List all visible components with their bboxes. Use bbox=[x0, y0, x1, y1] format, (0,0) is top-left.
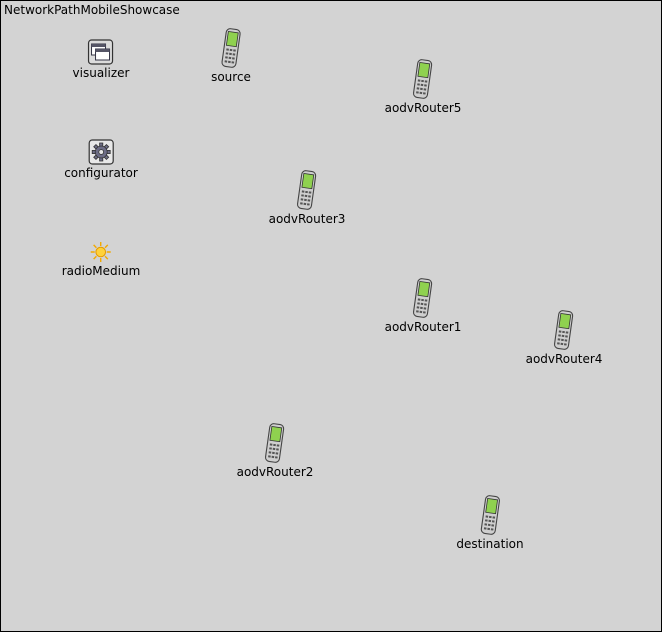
gear-icon bbox=[88, 139, 114, 165]
node-label: aodvRouter1 bbox=[384, 320, 462, 334]
node-aodvRouter2[interactable]: aodvRouter2 bbox=[236, 422, 314, 479]
node-aodvRouter1[interactable]: aodvRouter1 bbox=[384, 277, 462, 334]
phone-icon bbox=[554, 310, 574, 350]
window-icon bbox=[88, 39, 114, 65]
node-label: aodvRouter3 bbox=[268, 212, 346, 226]
node-label: aodvRouter5 bbox=[384, 101, 462, 115]
node-label: aodvRouter4 bbox=[525, 352, 603, 366]
node-aodvRouter3[interactable]: aodvRouter3 bbox=[268, 169, 346, 226]
phone-icon bbox=[413, 59, 433, 99]
node-destination[interactable]: destination bbox=[456, 494, 524, 551]
node-label: aodvRouter2 bbox=[236, 465, 314, 479]
sun-icon bbox=[91, 242, 111, 262]
node-configurator[interactable]: configurator bbox=[64, 139, 138, 180]
phone-icon bbox=[413, 278, 433, 318]
node-radioMedium[interactable]: radioMedium bbox=[61, 241, 141, 278]
phone-icon bbox=[265, 423, 285, 463]
phone-icon bbox=[297, 170, 317, 210]
node-source[interactable]: source bbox=[211, 27, 251, 84]
node-label: radioMedium bbox=[61, 264, 141, 278]
node-label: destination bbox=[456, 537, 524, 551]
node-label: visualizer bbox=[72, 66, 130, 80]
phone-icon bbox=[221, 28, 241, 68]
node-aodvRouter5[interactable]: aodvRouter5 bbox=[384, 58, 462, 115]
node-aodvRouter4[interactable]: aodvRouter4 bbox=[525, 309, 603, 366]
node-label: source bbox=[211, 70, 251, 84]
node-label: configurator bbox=[64, 166, 138, 180]
phone-icon bbox=[480, 495, 500, 535]
node-visualizer[interactable]: visualizer bbox=[72, 39, 130, 80]
network-title: NetworkPathMobileShowcase bbox=[4, 3, 180, 17]
